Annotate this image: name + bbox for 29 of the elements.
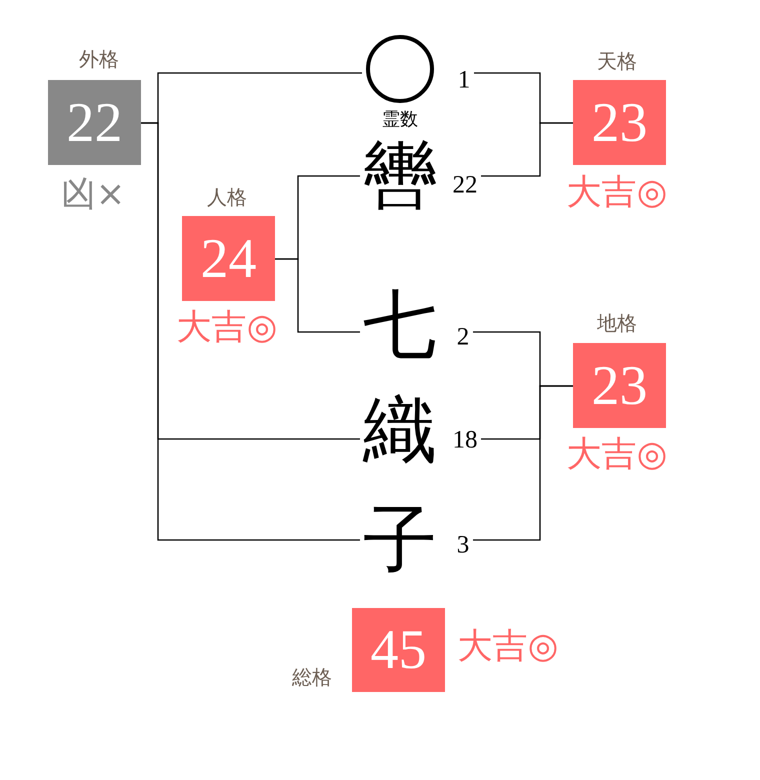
kanji-character: 轡 xyxy=(363,139,437,213)
number-box: 22 xyxy=(48,80,141,165)
stroke-count: 2 xyxy=(456,324,470,350)
bracket-line xyxy=(141,122,360,541)
stroke-count: 3 xyxy=(456,532,470,558)
number-box: 24 xyxy=(182,216,275,301)
verdict-text: 大吉◎ xyxy=(566,176,668,210)
stroke-count: 22 xyxy=(452,172,478,198)
kanji-character: 織 xyxy=(363,393,437,467)
bracket-line xyxy=(473,385,573,541)
heading: 総格 xyxy=(292,667,332,687)
number-box: 23 xyxy=(573,80,666,165)
heading: 地格 xyxy=(597,313,637,333)
bracket-line xyxy=(275,258,360,333)
heading: 天格 xyxy=(597,51,637,71)
stroke-count: 1 xyxy=(458,68,470,92)
verdict-text: 大吉◎ xyxy=(458,630,558,664)
heading: 人格 xyxy=(207,187,247,207)
number-box: 23 xyxy=(573,343,666,428)
kanji-character: 子 xyxy=(363,503,437,577)
verdict-text: 大吉◎ xyxy=(566,438,668,472)
stroke-count: 18 xyxy=(452,428,478,452)
verdict-text: 大吉◎ xyxy=(176,310,278,346)
node-label: 霊数 xyxy=(382,111,418,129)
heading: 外格 xyxy=(79,49,119,69)
bracket-line xyxy=(481,122,573,177)
kanji-character: 七 xyxy=(363,288,437,362)
verdict-text: 凶× xyxy=(60,178,126,212)
number-box: 45 xyxy=(352,608,445,692)
